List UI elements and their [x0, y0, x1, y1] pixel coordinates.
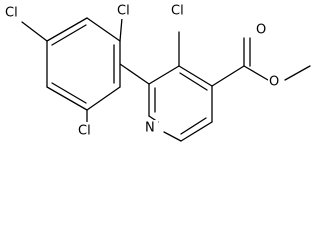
bond-ring1: [46, 17, 88, 42]
bond-cl-top-left: [21, 21, 48, 42]
bond-ring4: [86, 86, 121, 111]
atom-cl-pyridine: Cl: [171, 4, 184, 19]
atom-ester-oxygen: O: [269, 75, 279, 90]
pyridine-ring: [148, 65, 213, 142]
bond-ring-carbonyl: [211, 65, 245, 87]
bond-n-c: [163, 131, 182, 142]
trichlorophenyl-ring: [46, 17, 121, 111]
atom-cl-top-right: Cl: [117, 4, 130, 19]
bond-carbonyl-ester-o: [243, 65, 269, 81]
atom-carbonyl-oxygen: O: [256, 23, 266, 38]
atom-cl-top-left: Cl: [5, 6, 18, 21]
bond-biaryl: [119, 63, 150, 85]
bond-ring5-inner: [51, 82, 87, 104]
bond-py2: [178, 65, 213, 87]
bond-py4: [180, 121, 213, 142]
bond-ring1-inner: [51, 24, 87, 46]
chemical-structure: Cl Cl Cl Cl N O O: [5, 3, 311, 142]
bond-cl-top-right: [119, 17, 123, 42]
bond-py2-inner: [179, 72, 208, 91]
bond-py1: [148, 65, 180, 85]
bond-ester-o-methyl: [284, 65, 311, 81]
bond-ring5: [46, 86, 88, 111]
bond-ring2: [86, 17, 121, 42]
atom-cl-bottom: Cl: [78, 124, 91, 139]
atom-nitrogen: N: [145, 121, 155, 136]
bond-py4-inner: [180, 117, 207, 135]
